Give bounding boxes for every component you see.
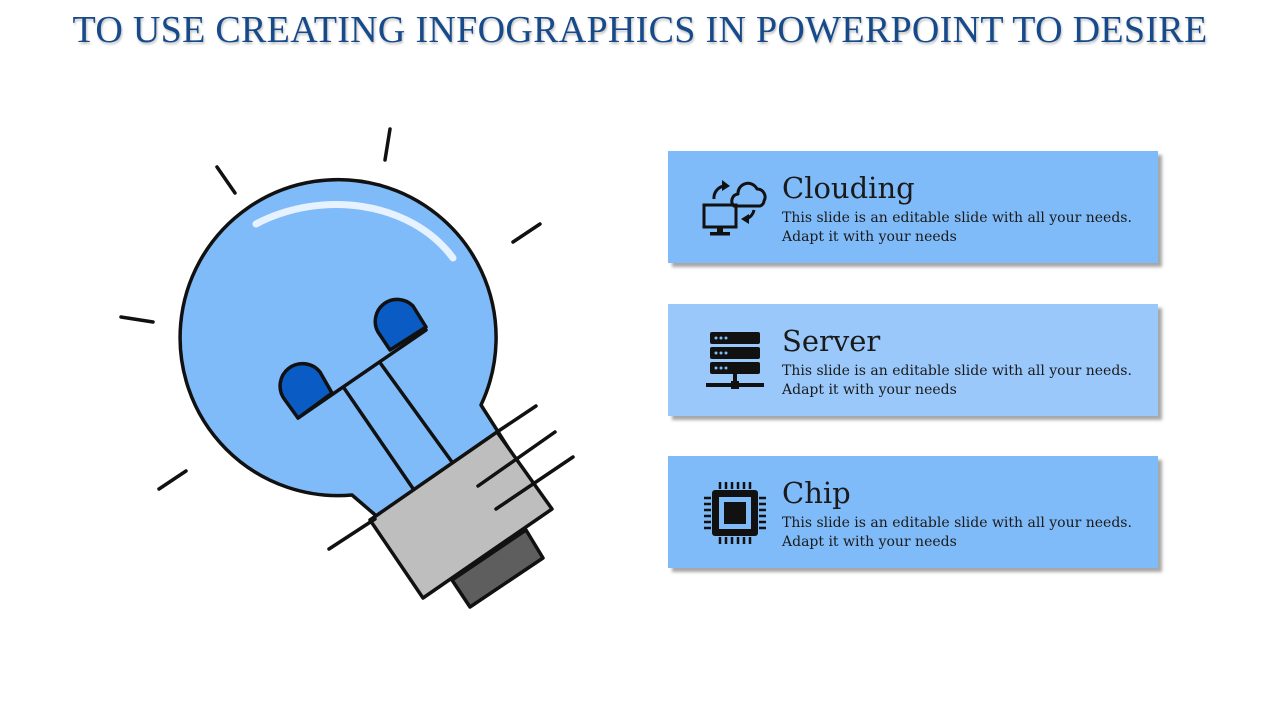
card-description-line: This slide is an editable slide with all… [782, 515, 1132, 531]
card-clouding: Clouding This slide is an editable slide… [668, 151, 1158, 263]
card-server: Server This slide is an editable slide w… [668, 304, 1158, 416]
card-heading: Clouding [782, 171, 915, 205]
card-description: This slide is an editable slide with all… [782, 514, 1142, 552]
light-bulb-icon [119, 127, 575, 609]
card-description-line: Adapt it with your needs [782, 382, 957, 398]
card-description-line: This slide is an editable slide with all… [782, 210, 1132, 226]
slide-title: TO USE CREATING INFOGRAPHICS IN POWERPOI… [72, 9, 1208, 51]
card-description: This slide is an editable slide with all… [782, 362, 1142, 400]
card-chip: Chip This slide is an editable slide wit… [668, 456, 1158, 568]
cloud-computing-icon [702, 180, 767, 236]
chip-icon [704, 482, 766, 544]
card-heading: Server [782, 324, 881, 358]
card-heading: Chip [782, 476, 851, 510]
card-description-line: This slide is an editable slide with all… [782, 363, 1132, 379]
card-description-line: Adapt it with your needs [782, 534, 957, 550]
card-description-line: Adapt it with your needs [782, 229, 957, 245]
card-description: This slide is an editable slide with all… [782, 209, 1142, 247]
server-icon [706, 332, 764, 389]
